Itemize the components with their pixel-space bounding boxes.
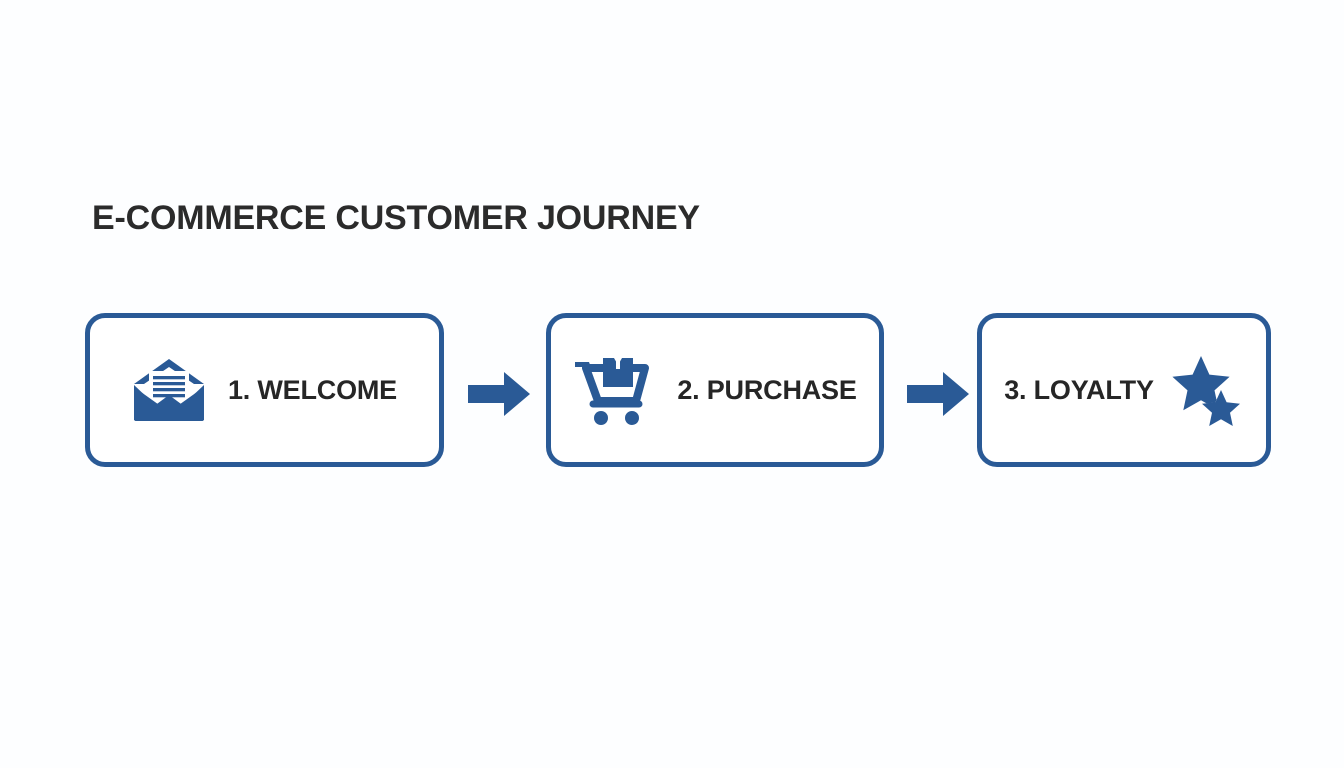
card-content: 1. WELCOME bbox=[90, 357, 439, 423]
open-envelope-icon bbox=[132, 357, 206, 423]
card-content: 3. LOYALTY bbox=[982, 354, 1266, 431]
two-stars-icon bbox=[1172, 354, 1244, 431]
shopping-cart-with-box-icon bbox=[573, 354, 655, 426]
step-label-welcome: 1. WELCOME bbox=[227, 374, 397, 405]
card-content: 2. PURCHASE bbox=[551, 354, 879, 426]
page-title: E-COMMERCE CUSTOMER JOURNEY bbox=[92, 199, 700, 237]
step-card-loyalty[interactable]: 3. LOYALTY bbox=[977, 313, 1271, 467]
right-arrow-icon bbox=[905, 370, 971, 418]
process-flow-row: 1. WELCOME bbox=[0, 313, 1344, 471]
step-label-purchase: 2. PURCHASE bbox=[677, 374, 857, 405]
right-arrow-icon bbox=[466, 370, 532, 418]
step-label-loyalty: 3. LOYALTY bbox=[1004, 374, 1154, 405]
step-card-purchase[interactable]: 2. PURCHASE bbox=[546, 313, 884, 467]
step-card-welcome[interactable]: 1. WELCOME bbox=[85, 313, 444, 467]
